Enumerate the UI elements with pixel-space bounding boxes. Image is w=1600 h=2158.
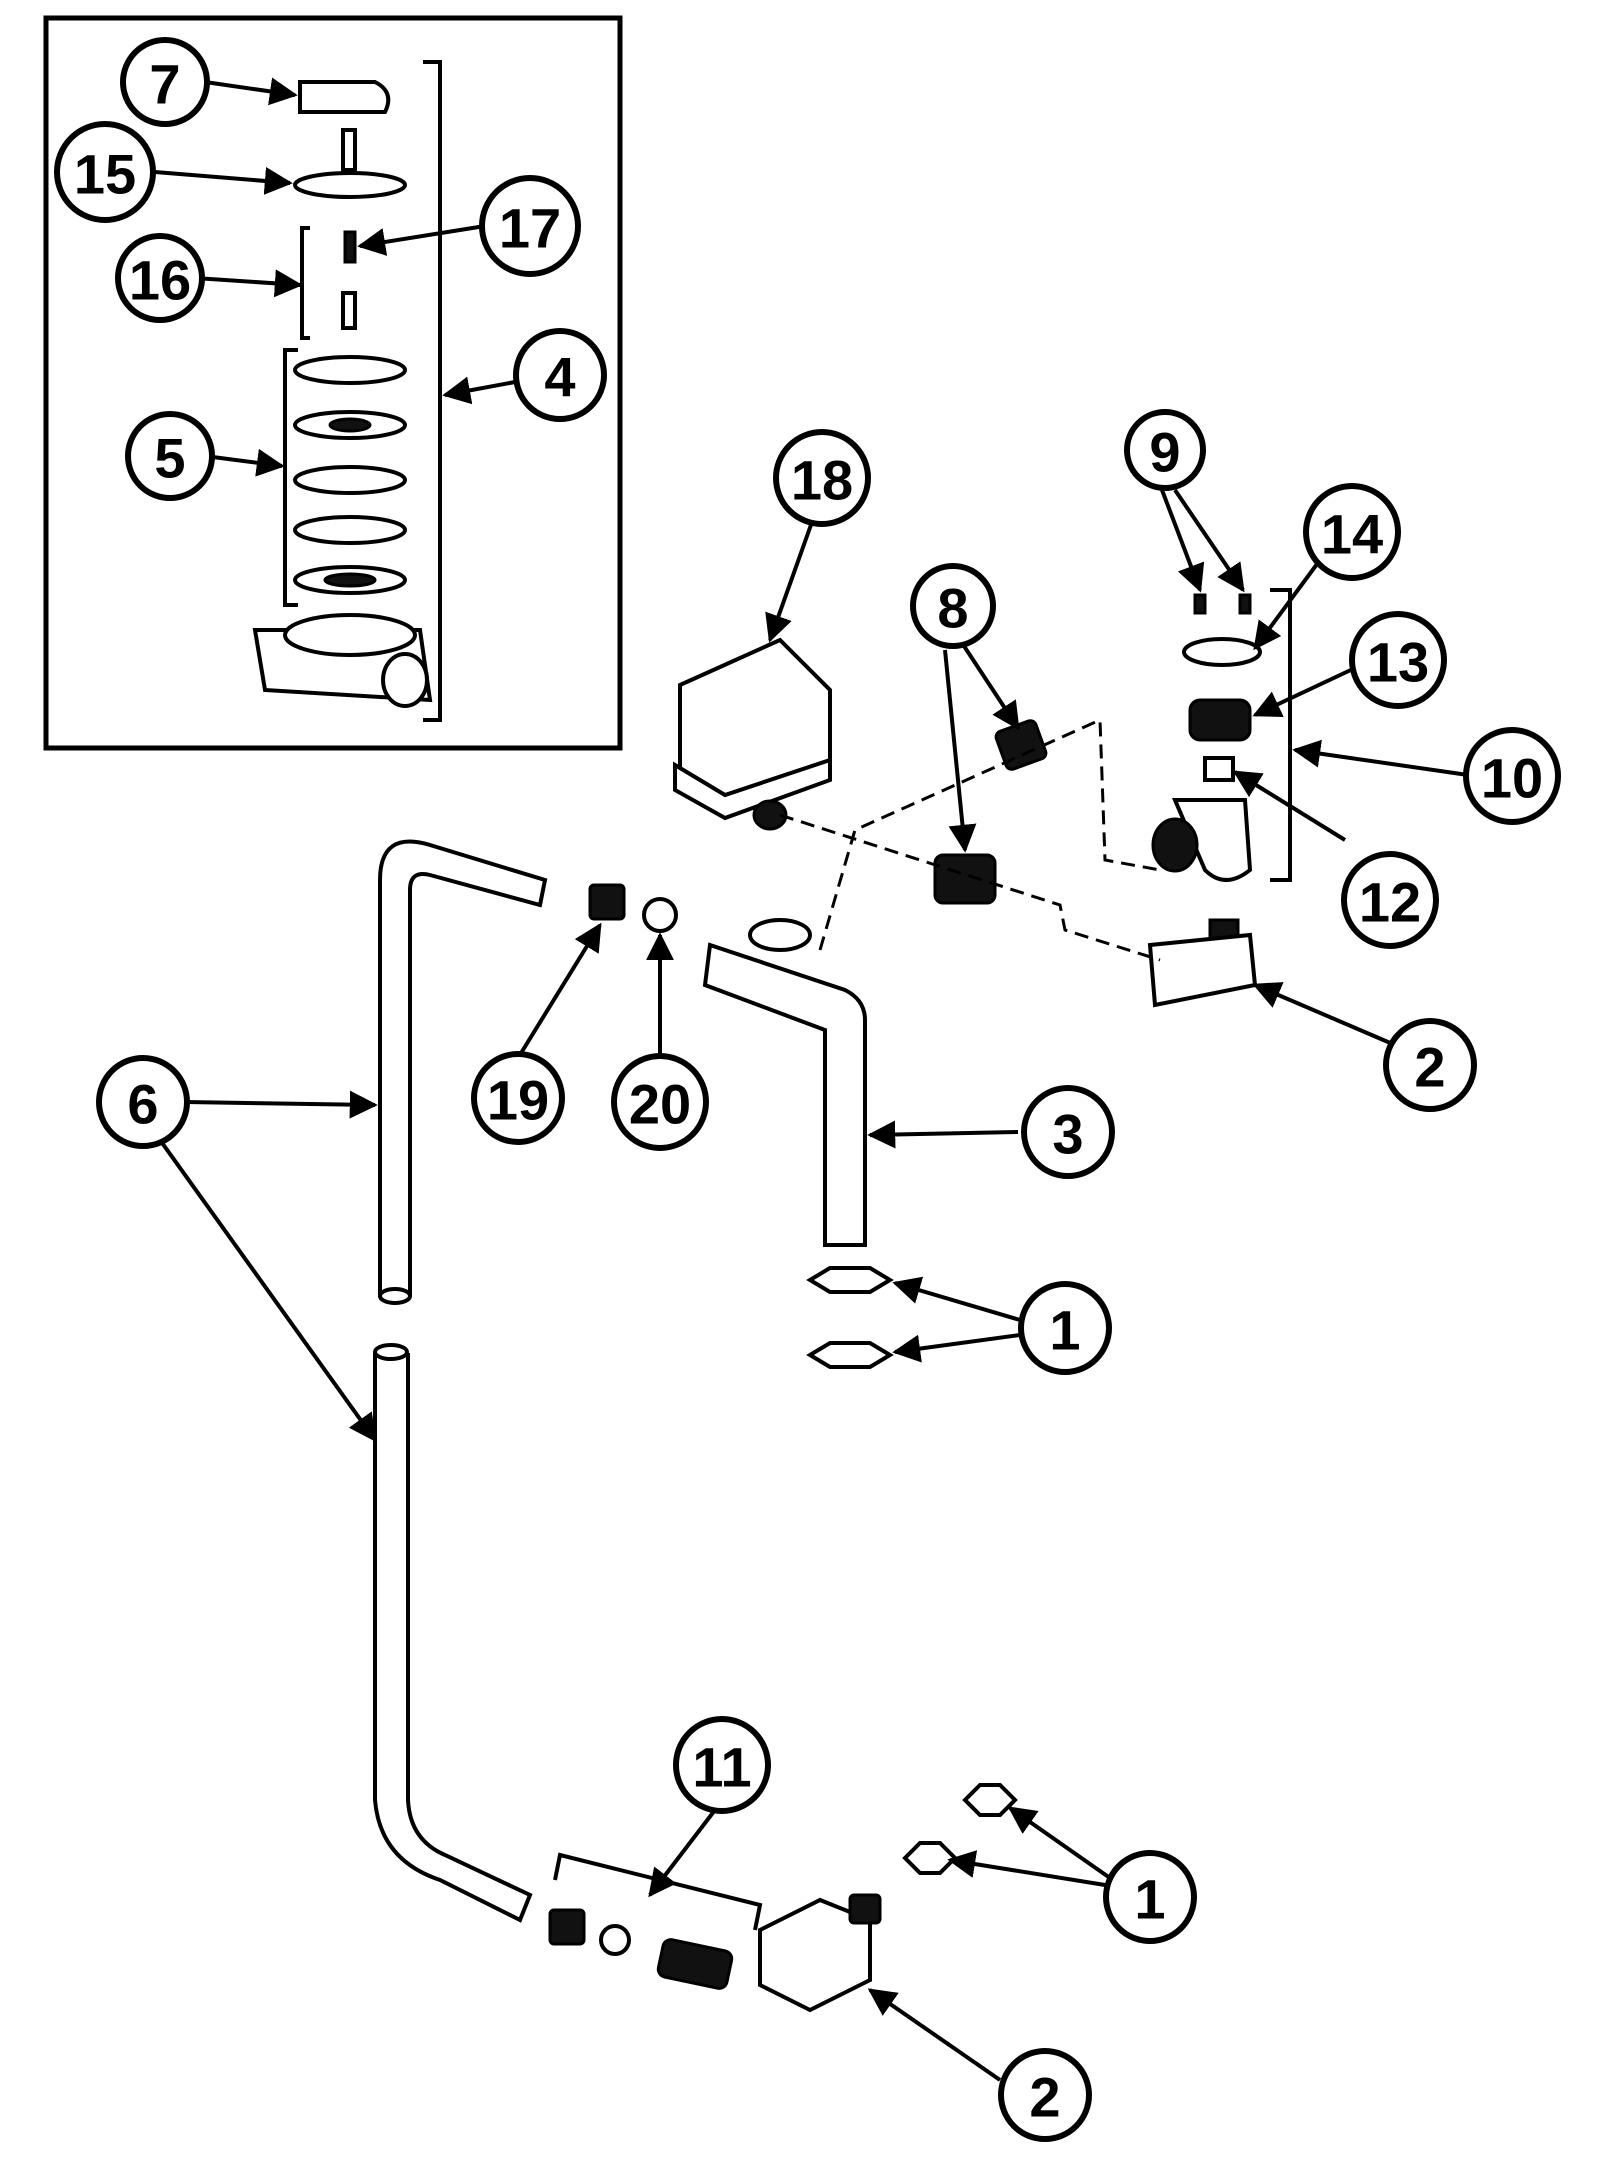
leader-1a xyxy=(892,1276,1021,1322)
callout-label: 15 xyxy=(74,143,136,206)
callout-label: 2 xyxy=(1029,2066,1060,2129)
callout-label: 6 xyxy=(127,1073,158,1136)
callout-label: 13 xyxy=(1367,631,1429,694)
callout-17: 17 xyxy=(479,175,581,277)
callout-label: 19 xyxy=(487,1069,549,1132)
leader-7 xyxy=(204,77,298,106)
fitting-19 xyxy=(588,883,626,921)
bracket-4 xyxy=(423,60,442,722)
callout-18: 18 xyxy=(773,429,871,527)
stud-2-lower xyxy=(848,1893,882,1925)
valve-assembly-inset xyxy=(252,80,433,708)
leader-13 xyxy=(1252,666,1356,717)
leader-1c xyxy=(1007,1806,1112,1880)
leader-11 xyxy=(648,1808,717,1898)
callout-label: 5 xyxy=(154,427,185,490)
nut-1-upper-a xyxy=(806,1266,894,1294)
leader-16 xyxy=(194,269,303,298)
block-2-lower xyxy=(758,1897,872,2013)
spring-8b xyxy=(933,853,997,905)
leader-14 xyxy=(1253,558,1322,651)
nut-1-lower-a xyxy=(962,1783,1018,1817)
callout-12: 12 xyxy=(1341,851,1439,949)
callout-label: 14 xyxy=(1321,503,1383,566)
callout-19: 19 xyxy=(471,1051,565,1145)
callout-13: 13 xyxy=(1349,611,1447,709)
callout-20: 20 xyxy=(611,1053,709,1151)
callout-label: 18 xyxy=(791,449,853,512)
pipe-6-upper xyxy=(378,839,548,1297)
callout-7: 7 xyxy=(120,37,210,127)
callout-label: 17 xyxy=(499,197,561,260)
bracket-11 xyxy=(553,1852,763,1931)
callout-label: 2 xyxy=(1414,1036,1445,1099)
callout-15: 15 xyxy=(54,121,156,223)
pipe-6-lower xyxy=(373,1353,533,1923)
callout-3: 3 xyxy=(1021,1085,1115,1179)
callout-1-upper: 1 xyxy=(1018,1281,1112,1375)
leader-1d xyxy=(947,1850,1106,1887)
bracket-10 xyxy=(1270,588,1292,882)
leader-1b xyxy=(892,1333,1021,1363)
callout-2-lower: 2 xyxy=(998,2048,1092,2142)
nut-1-upper-b xyxy=(806,1341,894,1369)
callout-2-upper: 2 xyxy=(1383,1018,1477,1112)
leader-3 xyxy=(867,1120,1019,1149)
fitting-11a xyxy=(548,1908,586,1946)
ring-11b xyxy=(599,1924,631,1956)
callout-label: 16 xyxy=(129,249,191,312)
leader-4 xyxy=(442,376,516,405)
callout-label: 8 xyxy=(937,577,968,640)
block-2-upper xyxy=(1147,932,1258,1008)
leader-6b xyxy=(158,1138,377,1443)
leader-6a xyxy=(184,1090,378,1119)
leader-19 xyxy=(516,922,602,1060)
callout-1-lower: 1 xyxy=(1103,1850,1197,1944)
fitting-11c xyxy=(656,1938,734,1990)
leader-17 xyxy=(357,224,486,256)
leader-5 xyxy=(204,448,285,477)
leader-9b xyxy=(1173,488,1245,593)
callout-label: 20 xyxy=(629,1073,691,1136)
callout-14: 14 xyxy=(1303,483,1401,581)
callout-label: 11 xyxy=(692,1736,751,1799)
leader-10 xyxy=(1292,739,1469,777)
leader-8a xyxy=(958,638,1020,731)
bracket-16 xyxy=(300,226,310,340)
callout-label: 1 xyxy=(1134,1868,1165,1931)
bracket-5 xyxy=(283,348,298,607)
callout-label: 7 xyxy=(149,53,180,116)
callout-label: 1 xyxy=(1049,1299,1080,1362)
leader-2b xyxy=(867,1988,1002,2082)
callout-8: 8 xyxy=(910,563,996,649)
callout-4: 4 xyxy=(513,328,607,422)
leader-18 xyxy=(765,521,814,643)
callout-label: 12 xyxy=(1359,871,1421,934)
connection-line xyxy=(818,717,1161,951)
callout-9: 9 xyxy=(1124,409,1206,491)
callout-label: 4 xyxy=(544,346,575,409)
callout-6: 6 xyxy=(96,1055,190,1149)
ring-20 xyxy=(642,897,678,933)
callout-label: 10 xyxy=(1481,747,1543,810)
callout-11: 11 xyxy=(673,1716,771,1814)
leader-2a xyxy=(1252,982,1396,1047)
callout-16: 16 xyxy=(115,233,205,323)
callout-10: 10 xyxy=(1463,727,1561,825)
leader-8b xyxy=(943,649,977,853)
leader-15 xyxy=(154,166,293,195)
callout-label: 9 xyxy=(1149,421,1180,484)
callout-label: 3 xyxy=(1052,1103,1083,1166)
valve-assembly-10 xyxy=(1151,593,1262,962)
cover-part-18 xyxy=(673,637,832,831)
callout-5: 5 xyxy=(125,411,215,501)
inset-frame xyxy=(43,15,623,751)
pipe-3 xyxy=(702,942,867,1247)
leader-9a xyxy=(1160,489,1205,593)
leader-12 xyxy=(1232,770,1347,842)
nut-1-lower-b xyxy=(902,1841,958,1875)
